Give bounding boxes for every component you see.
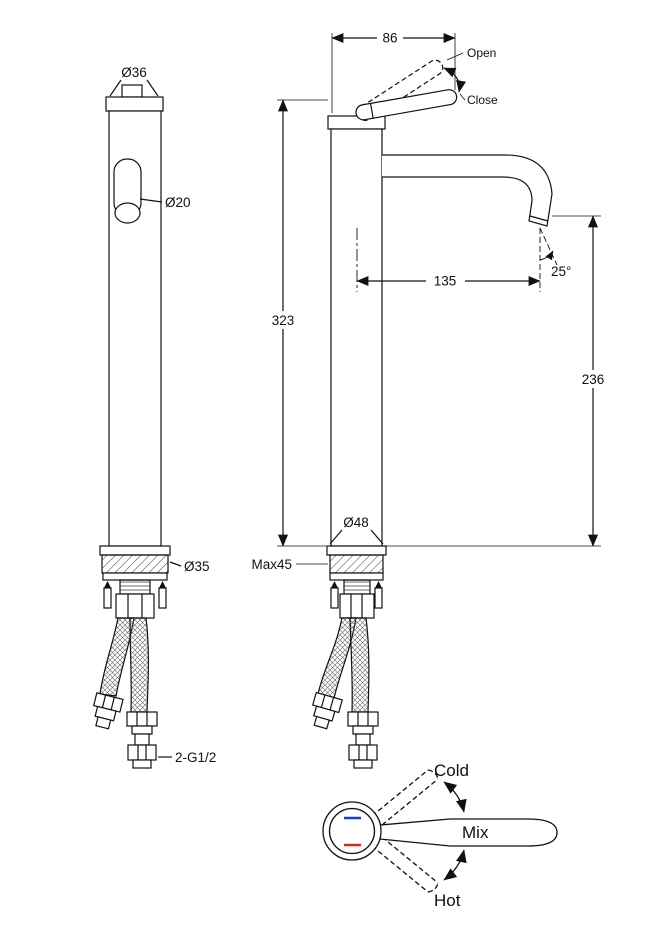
hose-fitting-bottom-front: [126, 711, 158, 769]
dim-total-height: 323: [262, 99, 328, 547]
label-dia36: Ø36: [121, 65, 147, 80]
mounting-hardware-front: [103, 579, 167, 619]
label-25deg: 25°: [551, 264, 571, 279]
dim-handle-diameter: Ø20: [139, 195, 191, 210]
body-side: [330, 128, 383, 547]
label-dia20: Ø20: [165, 195, 191, 210]
hose-fitting-bottom-side: [347, 711, 379, 769]
dim-spout-height: 236: [386, 215, 614, 547]
base-flange-front: [99, 545, 171, 556]
dim-spout-reach: 135: [356, 228, 541, 292]
hex-nut-front: [115, 593, 155, 619]
washer-side: [329, 572, 384, 581]
dim-top-diameter: Ø36: [109, 65, 159, 97]
base-side: [326, 545, 387, 581]
label-86: 86: [382, 31, 397, 46]
hex-nut-side: [339, 593, 375, 619]
supply-hoses-front: [92, 617, 158, 769]
faucet-side-body: [327, 115, 386, 547]
label-mix: Mix: [462, 823, 489, 842]
deck-hatch-side: [329, 554, 384, 574]
handle-top-view: Cold Mix Hot: [322, 761, 558, 910]
faucet-front-body: [105, 84, 164, 547]
hose-left-front: [99, 617, 135, 697]
dim-base-diameter-side: Ø48: [329, 515, 384, 545]
spout-group: [382, 154, 553, 227]
hose-fitting-left-side: [311, 691, 343, 730]
label-236: 236: [582, 372, 605, 387]
handle-hot-position: [371, 836, 439, 893]
dim-hose-thread: 2-G1/2: [158, 750, 216, 765]
cold-rotation-arc: [443, 781, 467, 813]
dim-max-thickness: Max45: [251, 557, 328, 572]
base-front: [99, 545, 171, 581]
lever-end-ellipse: [114, 202, 141, 224]
supply-hoses-side: [311, 617, 379, 769]
label-hose-thread: 2-G1/2: [175, 750, 216, 765]
base-flange-side: [326, 545, 387, 556]
hose-fitting-left-front: [92, 692, 124, 730]
handle-top: [379, 818, 558, 847]
open-close-indicator: Open Close: [443, 46, 498, 107]
label-hot: Hot: [434, 891, 461, 910]
label-open: Open: [467, 46, 496, 60]
cap-front: [105, 96, 164, 112]
label-max45: Max45: [251, 557, 292, 572]
handle-end-front: [121, 84, 143, 98]
label-close: Close: [467, 93, 498, 107]
dim-base-diameter-front: Ø35: [169, 559, 210, 574]
hose-right-front: [129, 617, 149, 713]
threaded-shank-side: [343, 579, 371, 595]
handle-hub-inner: [328, 807, 376, 855]
side-view: 86 Open Close 25° 135: [251, 31, 614, 769]
mounting-hardware-side: [330, 579, 383, 619]
front-view: Ø36 Ø20 Ø35: [92, 65, 216, 769]
label-323: 323: [272, 313, 295, 328]
spout-angle-indicator: 25°: [539, 227, 571, 292]
label-dia48: Ø48: [343, 515, 369, 530]
hot-rotation-arc: [443, 849, 467, 881]
label-135: 135: [434, 274, 457, 289]
handle-cold-position: [371, 769, 439, 826]
spout: [382, 154, 553, 227]
threaded-shank-front: [119, 579, 151, 595]
hose-right-side: [349, 617, 370, 713]
label-cold: Cold: [434, 761, 469, 780]
handle-side: [355, 89, 458, 121]
deck-hatch-front: [101, 554, 169, 574]
washer-front: [102, 572, 168, 581]
label-dia35: Ø35: [184, 559, 210, 574]
